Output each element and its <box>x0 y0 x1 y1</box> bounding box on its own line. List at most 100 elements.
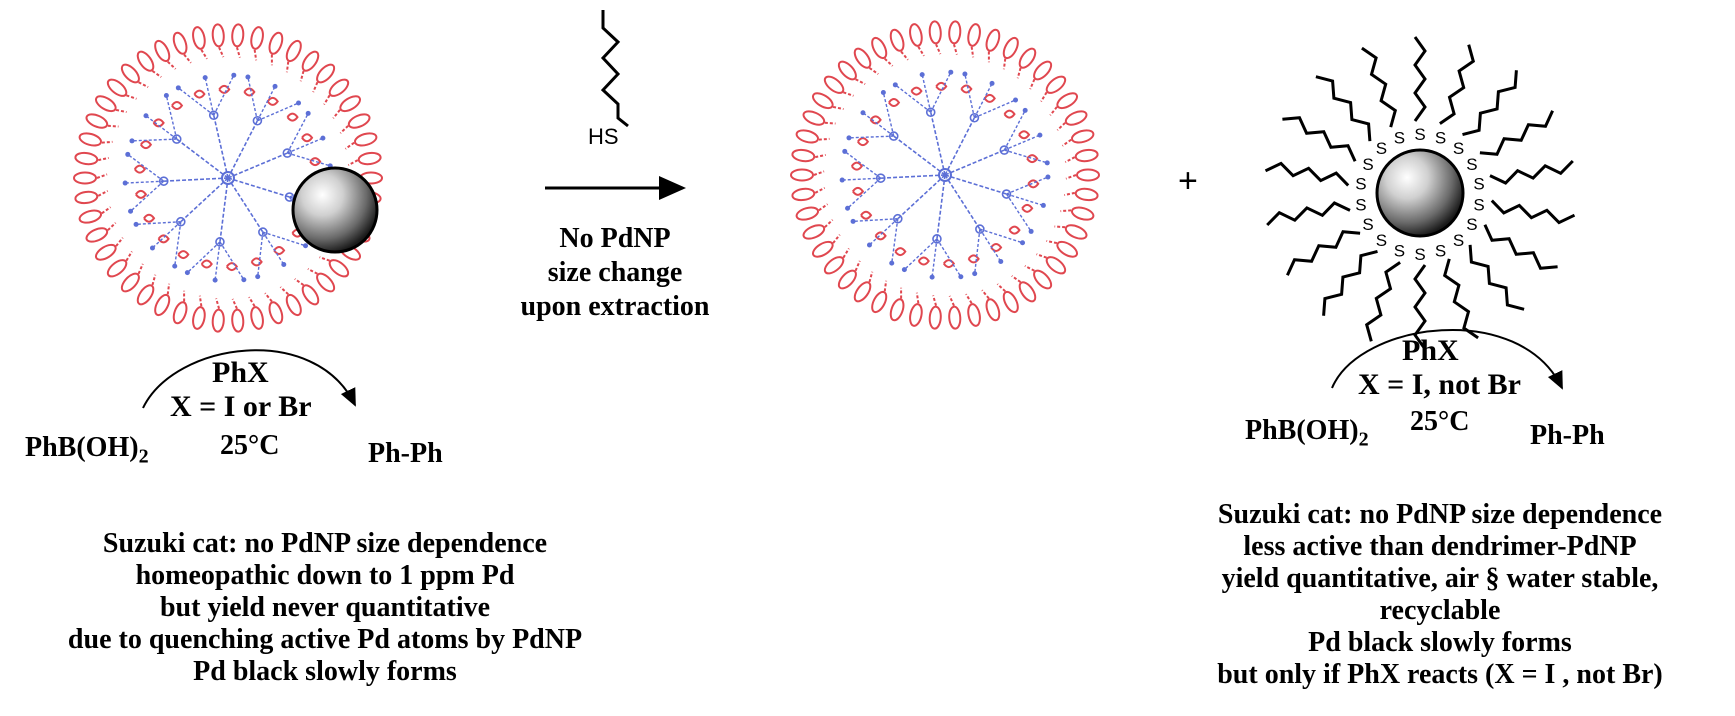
right-halide-condition: X = I, not Br <box>1358 368 1521 401</box>
catalytic-cycle-arrow-right <box>1331 328 1563 390</box>
note-line: yield quantitative, air § water stable, <box>1221 563 1659 594</box>
periphery-group <box>1076 168 1100 182</box>
periphery-group <box>791 148 816 163</box>
periphery-group <box>120 272 140 293</box>
periphery-group <box>1045 256 1067 275</box>
periphery-group <box>154 293 171 317</box>
periphery-group <box>192 26 206 50</box>
note-line: homeopathic down to 1 ppm Pd <box>135 560 515 591</box>
pd-nanoparticle-right <box>1375 148 1465 238</box>
periphery-group <box>802 110 826 126</box>
note-line: recyclable <box>1379 595 1501 626</box>
periphery-group <box>1033 60 1053 81</box>
thiolate-sulfur: S <box>1414 245 1425 264</box>
dendrimer-left <box>73 23 383 333</box>
periphery-group <box>837 60 857 81</box>
periphery-group <box>1074 187 1099 202</box>
right-temperature: 25°C <box>1410 406 1470 437</box>
thiolate-sulfur: S <box>1414 125 1425 144</box>
boronic-sub: 2 <box>1358 428 1369 451</box>
left-product: Ph-Ph <box>368 438 443 469</box>
periphery-group <box>74 190 99 205</box>
periphery-group <box>231 23 245 48</box>
periphery-group <box>811 240 834 258</box>
periphery-group <box>106 78 128 97</box>
periphery-group <box>1033 269 1053 290</box>
periphery-group <box>172 301 188 325</box>
periphery-group <box>871 290 888 314</box>
periphery-group <box>853 281 872 303</box>
periphery-group <box>811 92 834 110</box>
periphery-group <box>795 129 819 144</box>
periphery-group <box>285 293 302 317</box>
right-notes: Suzuki cat: no PdNP size dependence less… <box>1150 499 1730 691</box>
periphery-group <box>94 243 117 261</box>
periphery-group <box>802 224 826 240</box>
thiolate-sulfur: S <box>1394 241 1405 260</box>
periphery-group <box>192 306 206 330</box>
periphery-group <box>328 259 350 278</box>
thiolate-sulfur: S <box>1376 231 1387 250</box>
periphery-group <box>985 28 1001 52</box>
left-reactant-phx: PhX <box>212 356 269 389</box>
right-reactant-phx: PhX <box>1402 334 1459 367</box>
note-line: less active than dendrimer-PdNP <box>1243 531 1637 562</box>
note-line: Pd black slowly forms <box>1308 627 1572 658</box>
periphery-group <box>909 303 923 327</box>
arrow-caption: No PdNP size change upon extraction <box>510 222 720 324</box>
periphery-group <box>74 151 99 166</box>
arrow-line: size change <box>547 257 683 288</box>
plus-sign: + <box>1178 162 1198 200</box>
periphery-group <box>268 31 284 55</box>
periphery-group <box>357 151 382 166</box>
periphery-group <box>250 26 264 50</box>
periphery-group <box>301 50 320 72</box>
thiolate-sulfur: S <box>1435 129 1446 148</box>
periphery-group <box>78 209 102 224</box>
thiolate-sulfur: S <box>1362 215 1373 234</box>
periphery-group <box>1018 47 1037 69</box>
thiolate-sulfur: S <box>1466 155 1477 174</box>
periphery-group <box>339 95 362 113</box>
periphery-group <box>231 308 245 333</box>
periphery-group <box>823 256 845 275</box>
periphery-group <box>1002 36 1019 60</box>
periphery-group <box>967 303 981 327</box>
periphery-group <box>909 23 923 47</box>
periphery-group <box>136 50 155 72</box>
periphery-group <box>347 113 371 129</box>
thiolate-sulfur: S <box>1362 155 1373 174</box>
periphery-group <box>1074 148 1099 163</box>
periphery-group <box>1018 281 1037 303</box>
periphery-group <box>790 168 814 182</box>
periphery-group <box>1071 206 1095 221</box>
periphery-group <box>73 171 97 185</box>
thiolate-sulfur: S <box>1453 139 1464 158</box>
periphery-group <box>1056 240 1079 258</box>
periphery-group <box>106 259 128 278</box>
thiolate-sulfur: S <box>1473 195 1484 214</box>
periphery-group <box>211 308 225 333</box>
periphery-group <box>85 113 109 129</box>
thiol-label: HS <box>588 124 619 149</box>
periphery-group <box>328 78 350 97</box>
periphery-group <box>120 63 140 84</box>
periphery-group <box>889 298 905 322</box>
boronic-main: PhB(OH) <box>1245 415 1359 446</box>
periphery-group <box>871 36 888 60</box>
periphery-group <box>889 28 905 52</box>
periphery-group <box>1064 224 1088 240</box>
thiolate-sulfur: S <box>1394 129 1405 148</box>
thiolate-sulfur: S <box>1453 231 1464 250</box>
right-product: Ph-Ph <box>1530 420 1605 451</box>
periphery-group <box>85 227 109 243</box>
periphery-group <box>985 298 1001 322</box>
dendrimer-empty <box>790 20 1100 330</box>
periphery-group <box>136 284 155 306</box>
periphery-group <box>1056 92 1079 110</box>
periphery-group <box>795 206 819 221</box>
periphery-group <box>354 132 378 147</box>
periphery-group <box>1002 290 1019 314</box>
right-boronic-acid: PhB(OH)2 <box>1245 415 1369 452</box>
